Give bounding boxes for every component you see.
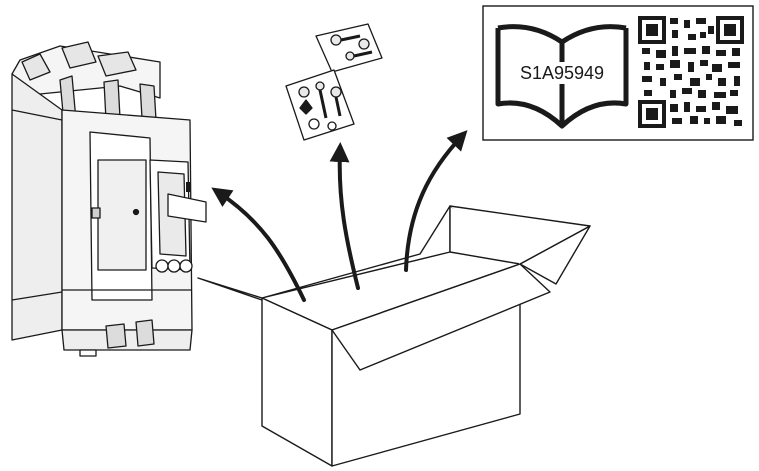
document-reference-label: S1A95949 xyxy=(502,62,622,84)
mounting-hardware-illustration xyxy=(286,24,382,140)
circuit-breaker-illustration xyxy=(12,42,206,356)
unpack-arrows xyxy=(218,136,462,300)
arrow-to-hardware xyxy=(340,150,358,288)
shipping-box-illustration xyxy=(198,206,590,466)
qr-code-icon xyxy=(636,14,746,130)
arrow-to-breaker xyxy=(218,192,304,300)
